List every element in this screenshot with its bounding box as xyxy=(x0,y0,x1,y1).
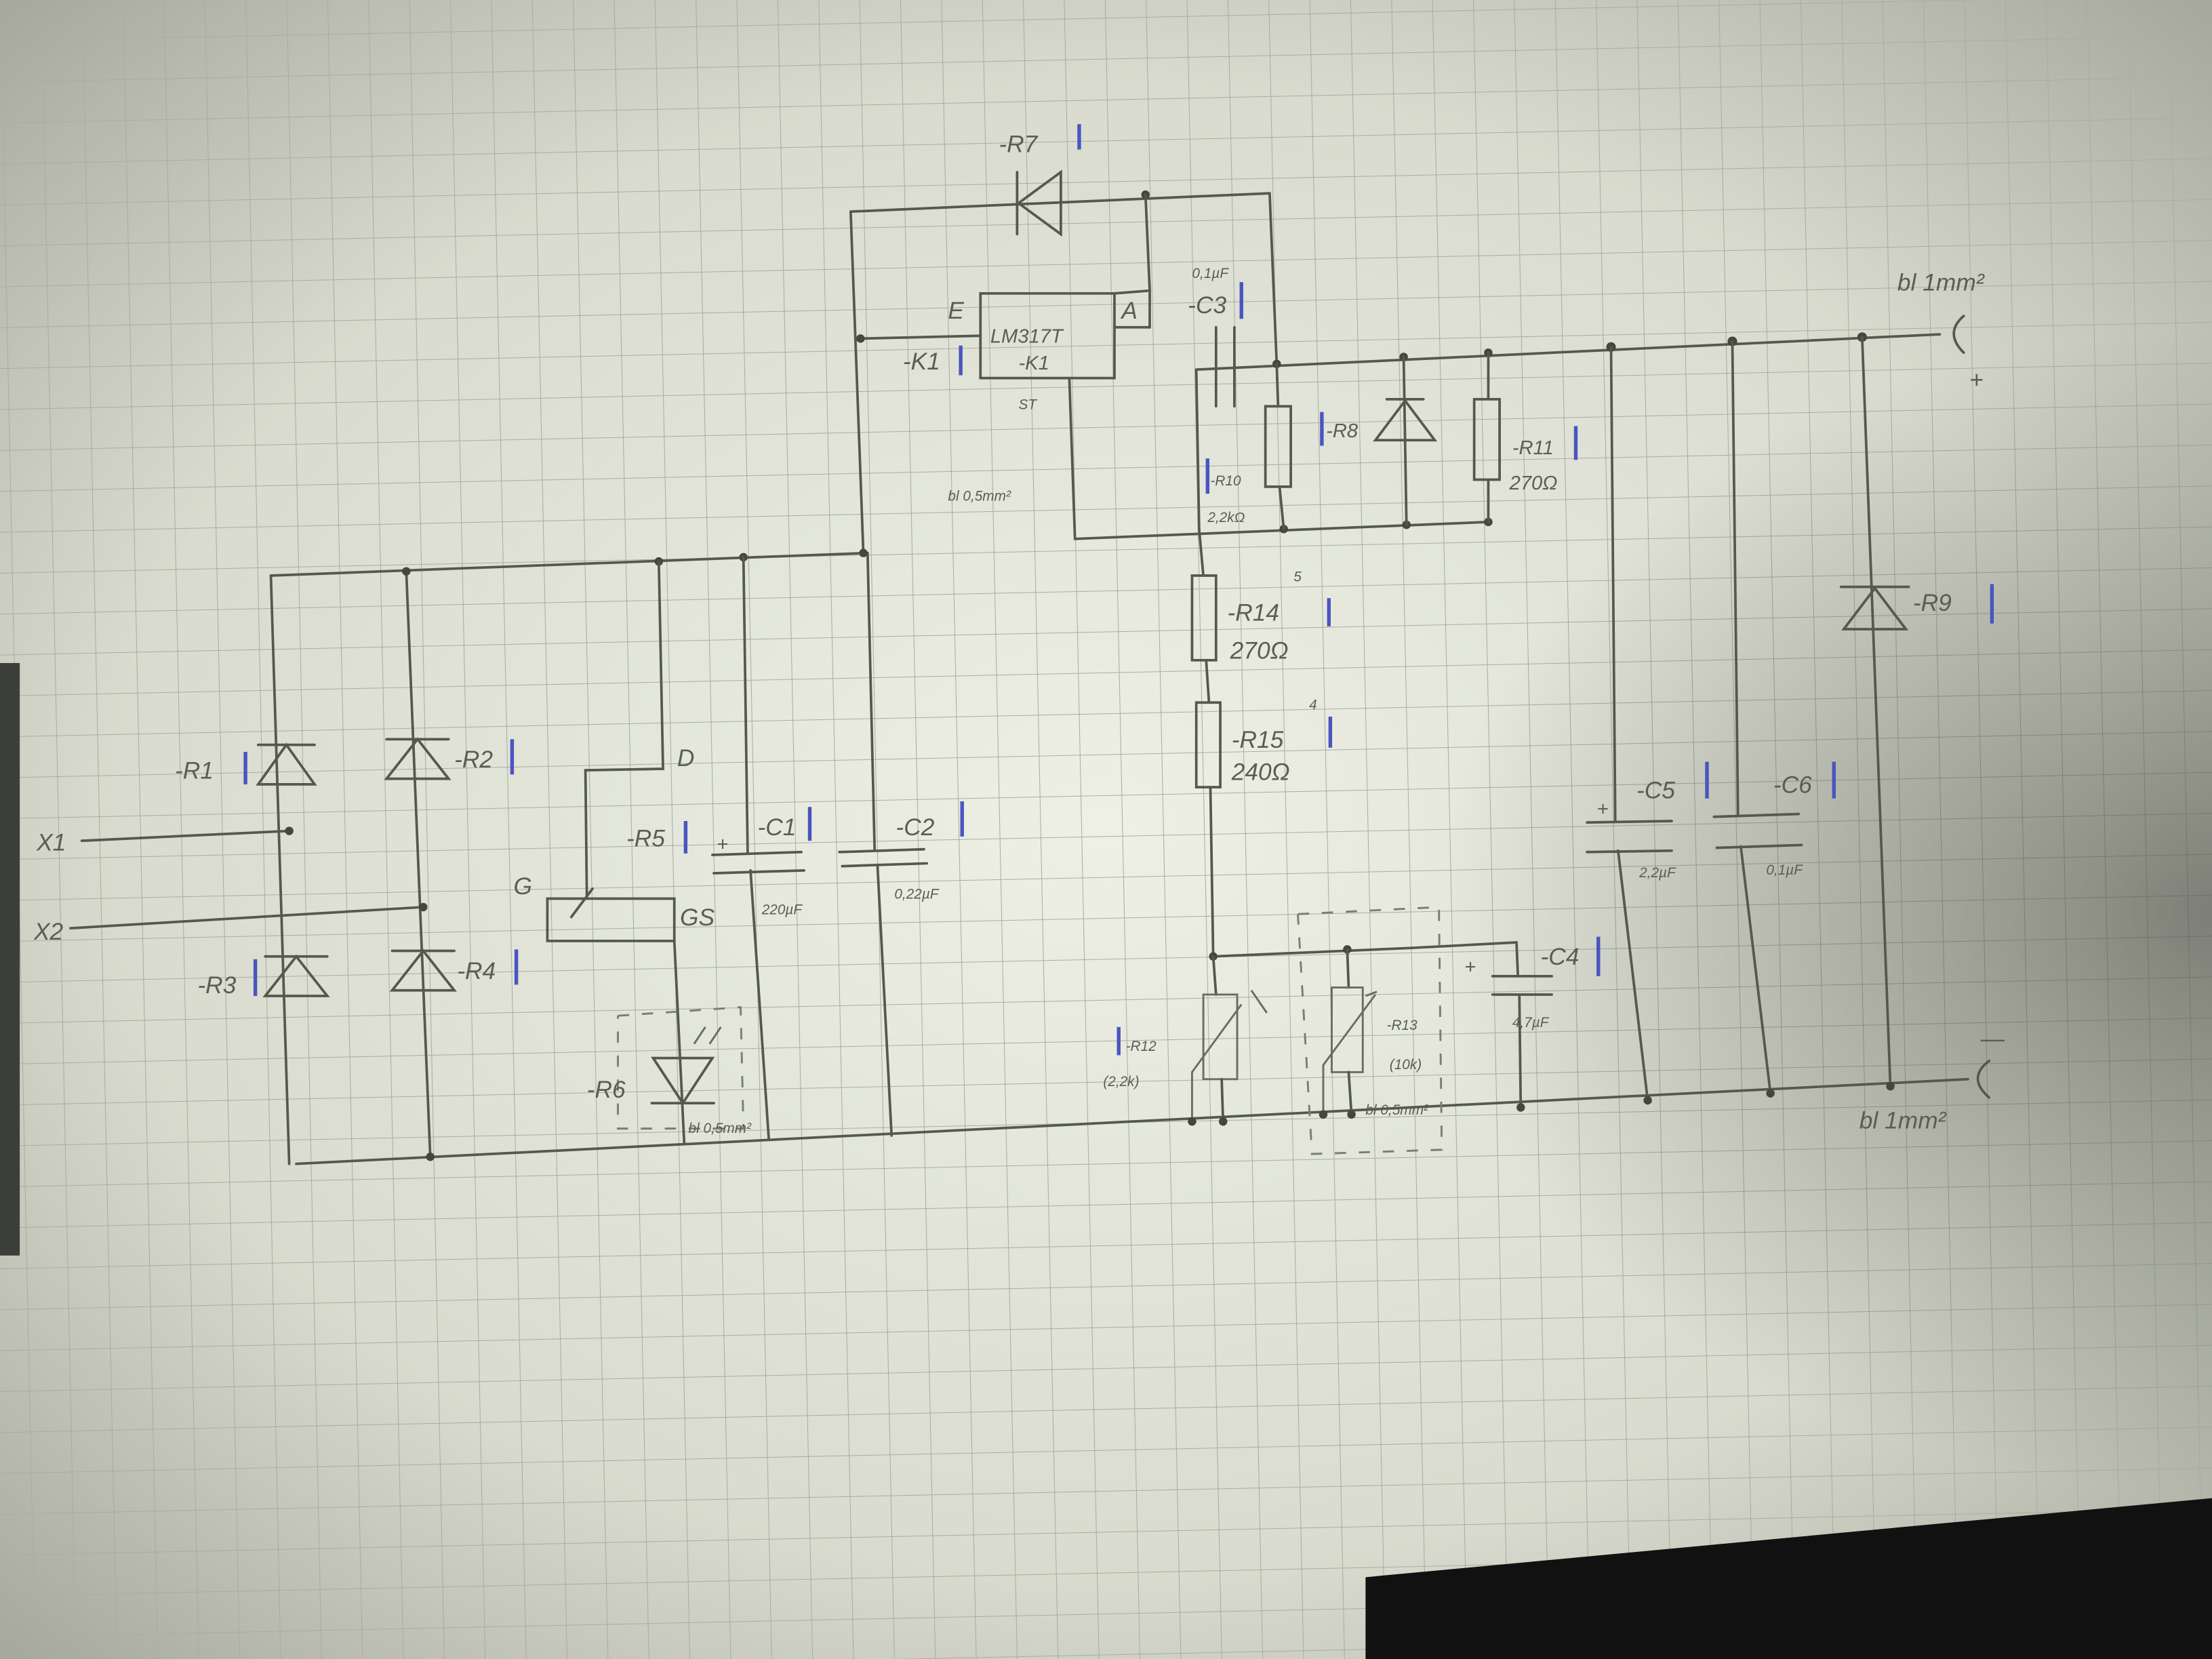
label: -R5 xyxy=(626,825,665,852)
capacitor-c2: -C2 0,22µF xyxy=(838,551,964,1137)
diode-r3: -R3 xyxy=(197,954,330,999)
diode-r1: -R1 xyxy=(175,742,317,786)
label: -R12 xyxy=(1126,1039,1157,1054)
dark-corner xyxy=(1365,1498,2212,1659)
label: -K1 xyxy=(1018,353,1049,374)
label: 270Ω xyxy=(1230,638,1289,664)
diode-r7: -R7 xyxy=(999,124,1081,237)
label: -C2 xyxy=(896,814,934,841)
label: 2,2kΩ xyxy=(1207,510,1245,525)
label: E xyxy=(948,298,964,324)
capacitor-c3: 0,1µF -C3 xyxy=(1188,266,1243,408)
label: -R11 xyxy=(1512,437,1554,459)
label: -R9 xyxy=(1913,590,1952,616)
output-plus-terminal: bl 1mm² + xyxy=(1897,270,1985,394)
label: 0,22µF xyxy=(894,886,939,902)
thermistor-r12: -R12 (2,2k) xyxy=(1103,955,1268,1126)
label: 220µF xyxy=(761,902,803,917)
regulator-k1: LM317T -K1 E A ST -K1 bl 0,5mm² xyxy=(903,193,1490,540)
label: 270Ω xyxy=(1509,473,1558,494)
paper-edge xyxy=(0,662,20,1256)
thermistor-r13: -R13 (10k) bl 0,5mm² xyxy=(1319,948,1429,1119)
input-x1: X1 xyxy=(36,829,291,856)
capacitor-c6: -C6 0,1µF xyxy=(1712,340,1836,1098)
label: -R1 xyxy=(175,758,214,784)
capacitor-c4: + -C4 4,7µF xyxy=(1464,936,1601,1112)
label: — xyxy=(1980,1026,2005,1052)
label: bl 1mm² xyxy=(1859,1108,1947,1134)
label: 0,1µF xyxy=(1192,266,1229,281)
label: 2,2µF xyxy=(1638,865,1676,881)
label: -R14 xyxy=(1227,600,1279,626)
mosfet-r5: D G GS -R5 xyxy=(513,560,715,942)
label: -R2 xyxy=(454,746,493,773)
label: GS xyxy=(680,904,715,931)
label: -C3 xyxy=(1188,292,1226,319)
label: -R4 xyxy=(457,958,496,984)
led-r6: -R6 bl 0,5mm² xyxy=(587,940,752,1144)
label: -R10 xyxy=(1210,473,1241,489)
resistor-r10: -R10 2,2kΩ xyxy=(1205,362,1292,531)
label: + xyxy=(1597,799,1609,820)
resistor-r15: -R15 240Ω 4 xyxy=(1194,658,1333,958)
resistor-r14: -R14 270Ω 5 xyxy=(1190,527,1331,664)
label: G xyxy=(513,873,532,900)
label: ST xyxy=(1018,397,1037,412)
label: -R13 xyxy=(1387,1018,1418,1033)
label: -R15 xyxy=(1232,727,1284,753)
label: -K1 xyxy=(903,348,940,375)
diode-r4: -R4 xyxy=(389,948,519,992)
label: bl 0,5mm² xyxy=(948,489,1011,504)
label: + xyxy=(1969,367,1984,393)
diode-r9: -R9 xyxy=(1839,336,1994,1091)
label: D xyxy=(677,745,695,772)
input-x2: X2 xyxy=(33,906,425,945)
label: X1 xyxy=(36,830,66,856)
label: bl 0,5mm² xyxy=(689,1121,752,1136)
label: 240Ω xyxy=(1231,759,1290,786)
label: 4,7µF xyxy=(1512,1015,1550,1031)
capacitor-c5: + -C5 2,2µF xyxy=(1586,345,1709,1105)
label: 0,1µF xyxy=(1766,862,1803,878)
label: -R8 xyxy=(1326,420,1359,442)
label: -C5 xyxy=(1636,778,1675,804)
output-minus-terminal: — bl 1mm² xyxy=(1859,1026,2005,1134)
label: A xyxy=(1120,298,1138,324)
label: X2 xyxy=(33,919,64,945)
label: 4 xyxy=(1309,698,1317,713)
label: -R6 xyxy=(587,1077,626,1103)
label: -R7 xyxy=(999,132,1038,158)
label: -C6 xyxy=(1773,772,1812,798)
label: 5 xyxy=(1293,569,1302,584)
label: -C1 xyxy=(757,814,796,841)
diode-r8: -R8 xyxy=(1320,355,1438,526)
diode-r2: -R2 xyxy=(384,737,515,780)
label: bl 1mm² xyxy=(1897,270,1985,296)
capacitor-c1: + -C1 220µF xyxy=(711,556,812,1142)
label: -C4 xyxy=(1540,944,1579,970)
label: -R3 xyxy=(197,972,236,999)
label: (2,2k) xyxy=(1103,1074,1139,1090)
label: bl 0,5mm² xyxy=(1365,1102,1429,1118)
label: (10k) xyxy=(1390,1057,1422,1073)
label: LM317T xyxy=(990,326,1064,348)
label: + xyxy=(1464,957,1476,978)
label: + xyxy=(717,834,728,856)
resistor-r11: -R11 270Ω xyxy=(1472,351,1578,523)
